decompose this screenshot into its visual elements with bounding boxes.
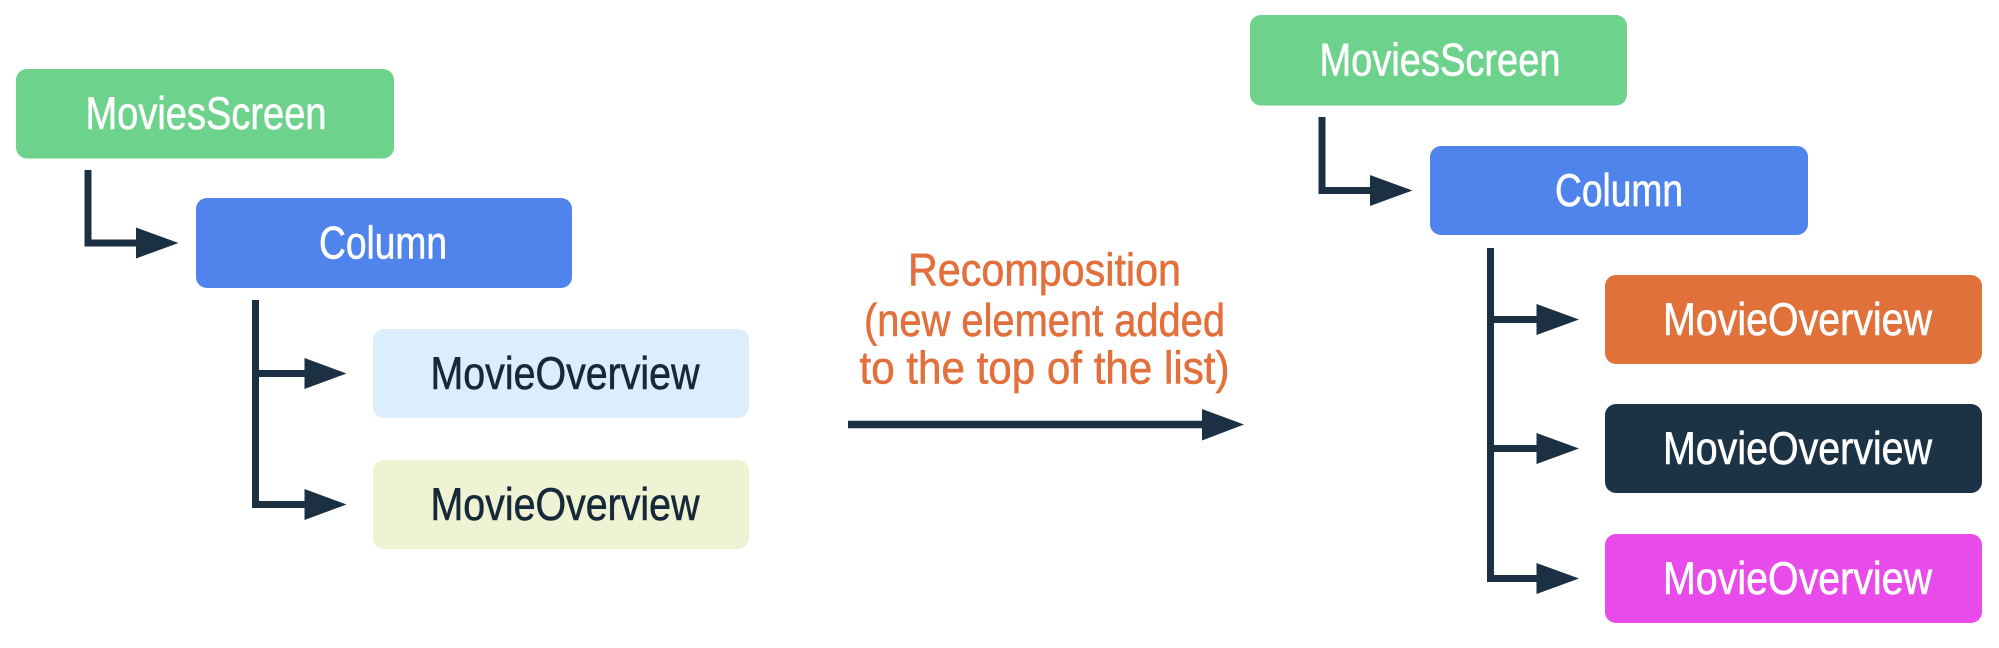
svg-text:Column: Column: [1555, 164, 1683, 216]
svg-text:MovieOverview: MovieOverview: [431, 478, 701, 530]
svg-text:MoviesScreen: MoviesScreen: [1320, 34, 1561, 86]
svg-text:MovieOverview: MovieOverview: [1663, 422, 1933, 474]
svg-text:MovieOverview: MovieOverview: [431, 347, 701, 399]
svg-text:MoviesScreen: MoviesScreen: [86, 87, 327, 139]
svg-text:Recomposition: Recomposition: [908, 244, 1181, 296]
svg-text:to the top of the list): to the top of the list): [860, 342, 1230, 394]
svg-text:(new element added: (new element added: [864, 294, 1225, 346]
svg-text:MovieOverview: MovieOverview: [1663, 552, 1933, 604]
svg-text:Column: Column: [319, 217, 447, 269]
svg-text:MovieOverview: MovieOverview: [1663, 293, 1933, 345]
